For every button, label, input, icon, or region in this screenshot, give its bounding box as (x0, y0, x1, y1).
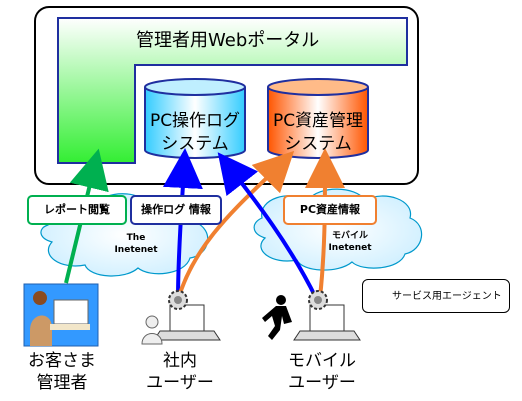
customer-admin-picture (23, 283, 99, 347)
agent-gear-internal (168, 290, 188, 310)
mobile-log-arrow (217, 152, 318, 299)
report-arrow (64, 148, 109, 284)
pc-asset-label-2: システム (284, 134, 352, 154)
customer-admin-label-2: 管理者 (36, 373, 88, 393)
web-portal-panel (57, 17, 408, 164)
internal-log-arrow (162, 148, 203, 301)
portal-title: 管理者用Webポータル (136, 30, 320, 51)
pc-asset-label-1: PC資産管理 (272, 111, 364, 131)
operation-log-tag: 操作ログ 情報 (130, 195, 222, 225)
customer-admin-label-1: お客さま (28, 351, 96, 371)
cloud-right-label-2: Inetenet (328, 243, 372, 253)
cloud-right-label-1: モバイル (331, 231, 368, 241)
cloud-left-label-1: The (126, 233, 146, 243)
mobile-asset-arrow (304, 148, 345, 299)
mobile-user-laptop (262, 295, 361, 341)
mobile-user-label-1: モバイル (288, 351, 356, 371)
legend-box (362, 279, 510, 313)
internal-asset-arrow (176, 150, 295, 301)
cloud-left-label-2: Inetenet (114, 245, 158, 255)
mobile-user-label-2: ユーザー (288, 373, 356, 393)
internal-user-laptop (141, 304, 221, 345)
pc-operation-log-label-2: システム (161, 134, 229, 154)
internal-user-label-2: ユーザー (146, 373, 214, 393)
internal-user-label-1: 社内 (163, 351, 197, 371)
asset-info-tag: PC資産情報 (283, 195, 377, 225)
report-view-tag: レポート閲覧 (27, 195, 127, 225)
agent-gear-mobile (308, 290, 328, 310)
legend-label: サービス用エージェント (392, 291, 502, 302)
pc-operation-log-label-1: PC操作ログ (149, 111, 241, 131)
